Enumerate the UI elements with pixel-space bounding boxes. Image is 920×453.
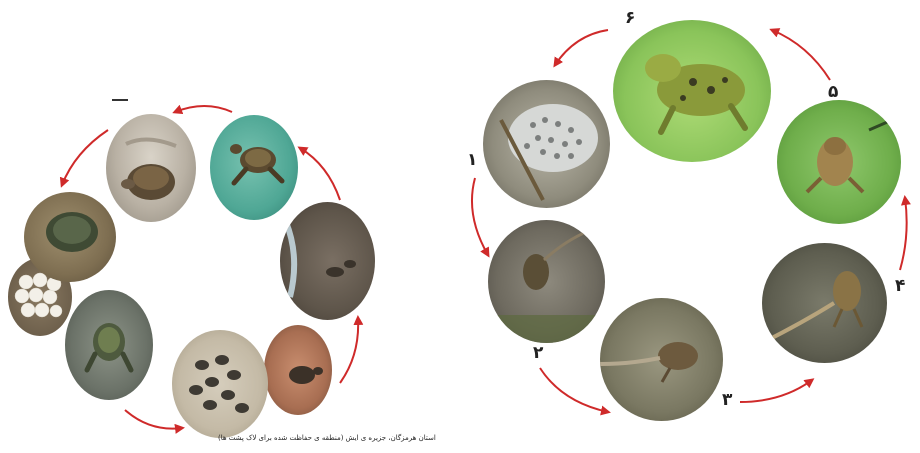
frog-arrow-1 xyxy=(472,178,488,255)
frog-arrow-2 xyxy=(540,368,608,412)
turtle-caption: استان هرمزگان، جزیره ی ایش (منطقه ی حفاظ… xyxy=(218,434,436,442)
frog-arrow-5 xyxy=(772,30,830,80)
turtle-arrow-2 xyxy=(62,130,108,185)
turtle-photo-tracks xyxy=(280,202,375,320)
turtle-photo-on-sand xyxy=(24,192,116,282)
step-label-1: ۱ xyxy=(467,150,477,170)
turtle-photo-swimming xyxy=(210,115,298,220)
frog-arrow-6 xyxy=(555,30,608,65)
turtle-arrow-5 xyxy=(300,148,340,200)
frog-photo-tadpole-hind-legs xyxy=(600,298,723,421)
turtle-swimming-down-icon xyxy=(65,290,153,400)
hatchlings-group-icon xyxy=(172,330,268,438)
frog-photo-young-tadpole xyxy=(488,220,605,343)
frog-photo-froglet xyxy=(777,100,901,224)
step-label-6: ۶ xyxy=(625,8,635,28)
step-label-2: ۲ xyxy=(533,343,543,363)
frog-photo-eggs xyxy=(483,80,610,208)
adult-turtle-icon xyxy=(24,192,116,282)
adult-frog-icon xyxy=(613,20,771,162)
tadpole-icon xyxy=(488,220,605,343)
turtle-photo-in-water xyxy=(65,290,153,400)
frog-spawn-icon xyxy=(483,80,610,208)
turtle-arrow-4 xyxy=(340,318,358,383)
swimming-turtle-icon xyxy=(210,115,298,220)
tadpole-legs-icon xyxy=(600,298,723,421)
hatchling-icon xyxy=(264,325,332,415)
tracks-on-sand-icon xyxy=(280,202,375,320)
turtle-arrow-3 xyxy=(125,410,182,429)
step-label-3: ۳ xyxy=(722,390,732,410)
turtle-on-beach-icon xyxy=(106,114,196,222)
frog-photo-tadpole-four-legs xyxy=(762,243,887,363)
turtle-arrow-1 xyxy=(175,106,232,112)
frog-arrow-3 xyxy=(740,380,812,402)
froglet-tail-icon xyxy=(762,243,887,363)
frog-arrow-4 xyxy=(900,198,907,270)
turtle-photo-egg-laying xyxy=(106,114,196,222)
step-label-4: ۴ xyxy=(895,276,905,296)
frog-photo-adult xyxy=(613,20,771,162)
small-frog-icon xyxy=(777,100,901,224)
turtle-photo-hatchlings xyxy=(172,330,268,438)
step-label-5: ۵ xyxy=(828,82,838,102)
turtle-photo-hatchling-hand xyxy=(264,325,332,415)
